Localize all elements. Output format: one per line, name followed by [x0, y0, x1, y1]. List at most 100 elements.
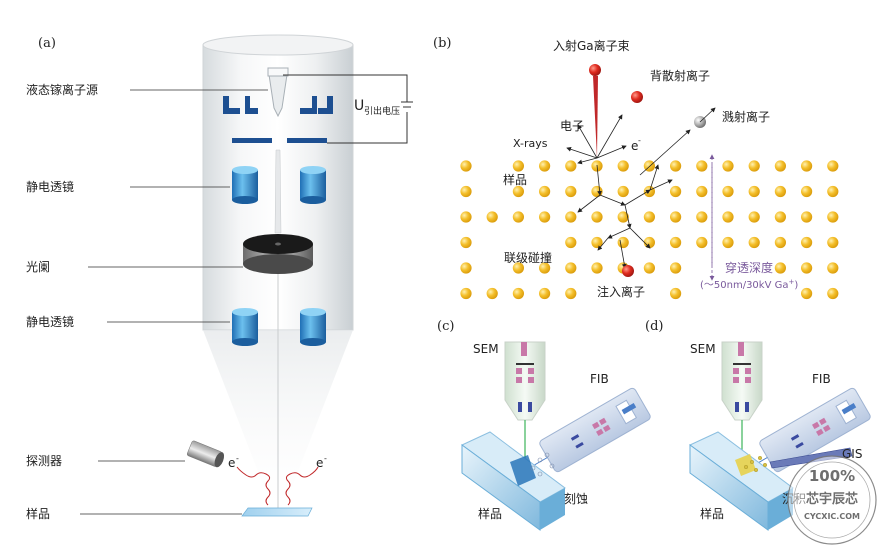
lattice-atom	[722, 185, 734, 198]
implant-label: 注入离子	[597, 284, 645, 299]
backscatter-label: 背散射离子	[650, 68, 710, 83]
extraction-voltage-circuit	[283, 74, 413, 144]
fib-column-d	[732, 387, 871, 478]
lattice-atom	[591, 262, 603, 274]
electrostatic-lens-top	[232, 166, 326, 204]
lens-top-label: 静电透镜	[26, 179, 74, 194]
ion-source-tip	[267, 67, 289, 118]
sem-column-d	[721, 341, 763, 470]
watermark-seal: 100% 芯宇辰芯 CYCXIC.COM	[787, 455, 877, 545]
secondary-electron-paths	[236, 466, 319, 506]
panel-b-tag: (b)	[433, 36, 451, 51]
electrostatic-lens-bottom	[232, 308, 326, 346]
backscattered-ion	[631, 91, 643, 103]
lattice-atom	[774, 185, 787, 198]
extractor-electrodes	[223, 96, 333, 143]
lattice-atom	[617, 160, 629, 172]
lattice-atom	[591, 211, 603, 223]
incident-beam	[593, 76, 598, 158]
electron-symbol-b: e	[631, 139, 638, 153]
fib-column-c	[512, 387, 651, 478]
lens-bottom-label: 静电透镜	[26, 314, 74, 329]
panel-d-tag: (d)	[645, 319, 663, 334]
incident-ion-label: 入射Ga离子束	[553, 38, 630, 53]
lattice-atom	[539, 262, 551, 274]
lattice-atom	[565, 185, 577, 198]
lattice-atom	[801, 262, 813, 274]
lattice-atom	[591, 236, 603, 249]
detector	[186, 440, 225, 468]
lattice-atom	[512, 211, 525, 223]
lattice-atom	[827, 185, 839, 198]
lattice-atom	[643, 236, 656, 249]
lattice-atom	[801, 160, 813, 172]
electron-right-sup: -	[324, 454, 327, 463]
implanted-ion	[622, 265, 634, 277]
sample-label-a: 样品	[26, 506, 50, 521]
lattice-atom	[827, 211, 839, 223]
lattice-atom	[539, 185, 551, 198]
lattice-atom	[617, 236, 629, 249]
atom-lattice	[460, 160, 839, 300]
sample-label-c: 样品	[478, 506, 502, 521]
lattice-atom	[827, 236, 839, 249]
lattice-atom	[565, 262, 577, 274]
lattice-atom	[827, 160, 839, 172]
watermark-site: CYCXIC.COM	[804, 512, 860, 521]
fib-label-c: FIB	[590, 372, 609, 386]
lattice-atom	[512, 287, 525, 300]
lattice-atom	[774, 211, 787, 223]
lattice-atom	[670, 236, 682, 249]
panel-c-tag: (c)	[437, 319, 454, 334]
electron-right-label: e	[316, 456, 323, 470]
lattice-atom	[827, 287, 839, 300]
lattice-atom	[539, 160, 551, 172]
lattice-atom	[565, 236, 577, 249]
watermark-name: 芯宇辰芯	[806, 491, 858, 507]
panel-a-tag: (a)	[38, 36, 56, 51]
sem-column-c	[504, 341, 546, 470]
lattice-atom	[801, 236, 813, 249]
lattice-atom	[774, 236, 787, 249]
fib-label-d: FIB	[812, 372, 831, 386]
sputter-label: 溅射离子	[722, 109, 770, 124]
lattice-atom	[460, 160, 472, 172]
lattice-atom	[512, 262, 525, 274]
panel-c: (c) SEM FIB	[437, 319, 651, 531]
panel-a-leaders	[80, 89, 268, 515]
cascade-label: 联级碰撞	[504, 250, 552, 265]
lattice-atom	[722, 211, 734, 223]
lattice-atom	[565, 211, 577, 223]
panel-a: (a) U 引出电压	[26, 34, 413, 521]
incident-ion	[589, 64, 601, 76]
watermark-percent: 100%	[809, 467, 855, 485]
lattice-atom	[801, 211, 813, 223]
sample-slab	[241, 507, 313, 517]
detector-label: 探测器	[26, 454, 62, 468]
sample-block-d	[689, 431, 794, 531]
lattice-atom	[460, 236, 472, 249]
lattice-atom	[565, 160, 577, 172]
lattice-atom	[696, 236, 708, 249]
lattice-atom	[539, 287, 551, 300]
lattice-atom	[460, 262, 472, 274]
liquid-gallium-source-label: 液态镓离子源	[26, 82, 98, 97]
sample-block-c	[461, 431, 566, 531]
lattice-atom	[643, 262, 656, 274]
sample-label-d: 样品	[700, 506, 724, 521]
lattice-atom	[801, 287, 813, 300]
lattice-atom	[670, 287, 682, 300]
depth-value: (～50nm/30kV Ga+)	[700, 278, 798, 291]
lattice-atom	[486, 211, 498, 223]
depth-label: 穿透深度	[725, 260, 773, 275]
gis-needle	[769, 447, 853, 469]
etch-label: 刻蚀	[564, 492, 588, 506]
ion-beam-upper	[274, 149, 282, 234]
lattice-atom	[748, 211, 760, 223]
electron-left-sup: -	[236, 454, 239, 463]
lattice-atom	[539, 211, 551, 223]
lattice-atom	[617, 185, 629, 198]
lattice-atom	[670, 262, 682, 274]
sputter-particles-c	[530, 452, 555, 477]
